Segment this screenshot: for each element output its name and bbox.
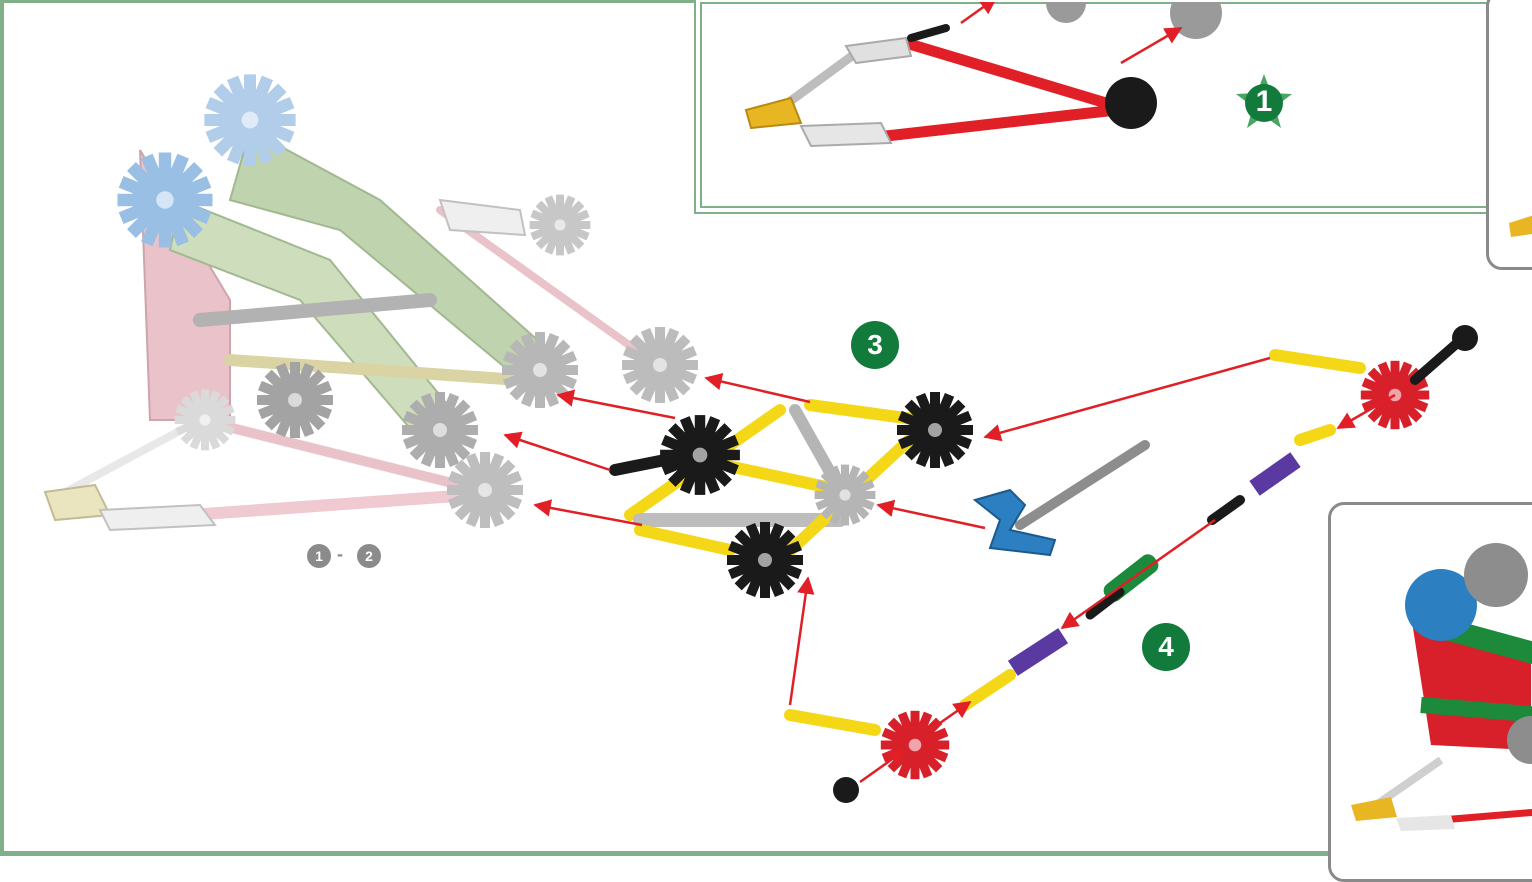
blue-connector-part bbox=[972, 440, 1150, 557]
step4-badge: 4 bbox=[1142, 623, 1190, 671]
next-step-bottom-illustration bbox=[1351, 543, 1532, 831]
range-end-badge: 2 bbox=[357, 544, 381, 568]
step3-badge: 3 bbox=[851, 321, 899, 369]
previous-assembly bbox=[43, 74, 698, 532]
step1-number: 1 bbox=[1255, 85, 1273, 118]
star-badge-icon bbox=[1236, 74, 1292, 128]
range-end-number: 2 bbox=[365, 548, 373, 564]
step1-star-badge: 1 bbox=[1234, 72, 1294, 132]
step1-inset: 1 bbox=[694, 0, 1494, 214]
range-separator: - bbox=[337, 544, 343, 564]
step3-number: 3 bbox=[867, 329, 883, 360]
next-step-top-illustration bbox=[1509, 215, 1532, 237]
assembly-illustration bbox=[43, 74, 1478, 803]
step4-number: 4 bbox=[1158, 631, 1174, 662]
next-step-inset-top bbox=[1486, 0, 1532, 270]
main-frame bbox=[0, 0, 1330, 856]
range-start-number: 1 bbox=[315, 548, 323, 564]
range-start-badge: 1 bbox=[307, 544, 331, 568]
step1-illustration bbox=[744, 0, 1222, 148]
step3-subassembly bbox=[609, 392, 973, 598]
next-step-inset-bottom bbox=[1328, 502, 1532, 882]
placement-arrows bbox=[503, 356, 1396, 784]
